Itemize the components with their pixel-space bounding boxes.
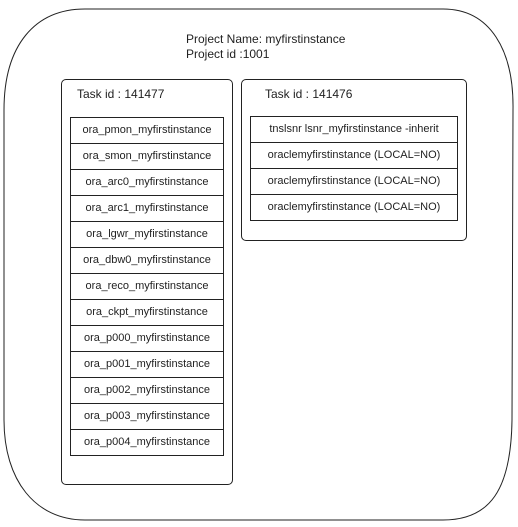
- process-item: ora_lgwr_myfirstinstance: [70, 221, 224, 248]
- process-item: ora_smon_myfirstinstance: [70, 143, 224, 170]
- project-name: Project Name: myfirstinstance: [186, 32, 346, 46]
- process-item: ora_p003_myfirstinstance: [70, 403, 224, 430]
- process-item: ora_p004_myfirstinstance: [70, 429, 224, 456]
- task-box-141476: Task id : 141476 tnslsnr lsnr_myfirstins…: [241, 79, 467, 241]
- process-item: ora_p000_myfirstinstance: [70, 325, 224, 352]
- task-id-label: Task id : 141476: [265, 87, 353, 101]
- process-item: ora_reco_myfirstinstance: [70, 273, 224, 300]
- process-item: tnslsnr lsnr_myfirstinstance -inherit: [250, 116, 458, 143]
- process-item: oraclemyfirstinstance (LOCAL=NO): [250, 168, 458, 195]
- process-item: ora_pmon_myfirstinstance: [70, 117, 224, 144]
- process-item: oraclemyfirstinstance (LOCAL=NO): [250, 142, 458, 169]
- process-item: ora_arc1_myfirstinstance: [70, 195, 224, 222]
- project-id: Project id :1001: [186, 47, 270, 61]
- process-item: ora_arc0_myfirstinstance: [70, 169, 224, 196]
- process-item: ora_dbw0_myfirstinstance: [70, 247, 224, 274]
- task-id-label: Task id : 141477: [77, 87, 165, 101]
- process-item: oraclemyfirstinstance (LOCAL=NO): [250, 194, 458, 221]
- process-list: tnslsnr lsnr_myfirstinstance -inherit or…: [250, 116, 458, 221]
- process-item: ora_p001_myfirstinstance: [70, 351, 224, 378]
- project-header: Project Name: myfirstinstance Project id…: [186, 32, 345, 62]
- process-list: ora_pmon_myfirstinstance ora_smon_myfirs…: [70, 117, 224, 456]
- task-box-141477: Task id : 141477 ora_pmon_myfirstinstanc…: [61, 79, 233, 485]
- process-item: ora_p002_myfirstinstance: [70, 377, 224, 404]
- process-item: ora_ckpt_myfirstinstance: [70, 299, 224, 326]
